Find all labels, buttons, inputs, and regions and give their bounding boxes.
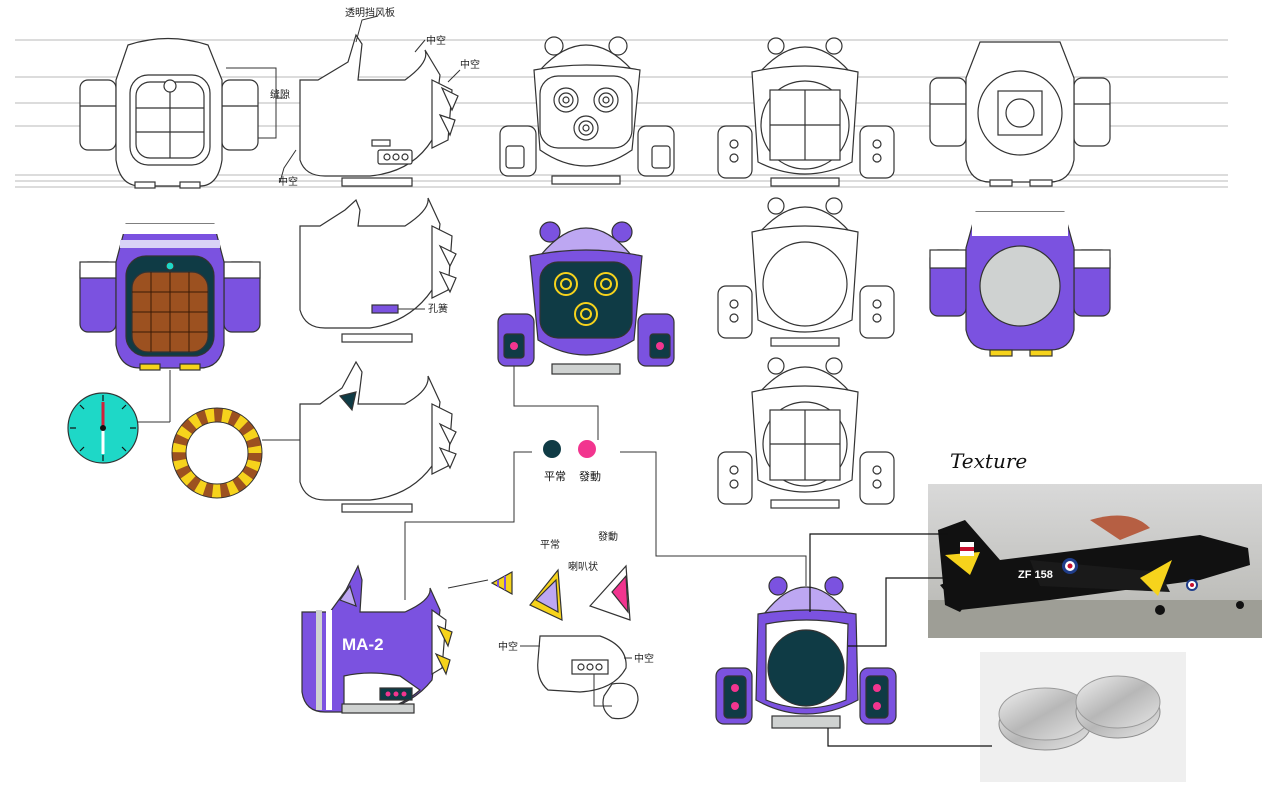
model-label: MA-2 bbox=[342, 635, 384, 654]
airplane-texture-photo: ZF 158 bbox=[928, 484, 1262, 638]
activate-dot bbox=[578, 440, 596, 458]
sketch-bear-round bbox=[717, 197, 895, 347]
activate-connector bbox=[620, 451, 807, 586]
ma2-side-view: MA-2 bbox=[301, 564, 453, 714]
bear-legend-connector bbox=[513, 366, 599, 440]
ring-pattern bbox=[171, 407, 263, 499]
normal-connector bbox=[404, 451, 532, 600]
cone-connector bbox=[447, 579, 489, 589]
annotation-outlet: 孔簧 bbox=[428, 302, 448, 315]
label-normal: 平常 bbox=[544, 470, 566, 483]
sketch-front-round bbox=[929, 41, 1111, 187]
annotation-gap: 缝隙 bbox=[270, 88, 290, 101]
colored-bear-final bbox=[715, 576, 897, 729]
clock-icon bbox=[67, 392, 139, 464]
plane-tail-code: ZF 158 bbox=[1018, 569, 1053, 581]
gap-callout bbox=[226, 67, 285, 139]
colored-front-view bbox=[79, 223, 261, 371]
label-activate-small: 發動 bbox=[598, 530, 618, 543]
sketch-front-view bbox=[79, 37, 259, 189]
annotation-hollow-right: 中空 bbox=[460, 58, 480, 71]
texture-connectors bbox=[809, 533, 992, 747]
colored-bear-vents bbox=[497, 221, 675, 375]
texture-title: Texture bbox=[950, 449, 1027, 473]
annotation-hollow-small-left: 中空 bbox=[498, 640, 518, 653]
magnets-texture-photo bbox=[980, 652, 1186, 782]
annotation-hollow: 中空 bbox=[278, 175, 298, 188]
sketch-bear-grid-2 bbox=[717, 357, 895, 509]
label-normal-small: 平常 bbox=[540, 538, 560, 551]
annotation-hollow-top: 中空 bbox=[426, 34, 446, 47]
normal-dot bbox=[543, 440, 561, 458]
vent-cones bbox=[490, 564, 631, 621]
status-legend: 平常 發動 bbox=[543, 440, 601, 483]
windshield-callout bbox=[355, 15, 461, 83]
sketch-side-view bbox=[299, 33, 459, 187]
side-view-row3 bbox=[299, 360, 457, 513]
label-activate: 發動 bbox=[579, 469, 601, 483]
annotation-transparent-windshield: 透明挡风板 bbox=[345, 6, 395, 19]
side-view-row2 bbox=[299, 197, 457, 343]
sketch-bear-grid bbox=[717, 37, 895, 187]
annotation-hollow-small-right: 中空 bbox=[634, 652, 654, 665]
colored-front-round bbox=[929, 211, 1111, 357]
small-side-view bbox=[537, 635, 639, 720]
label-horn: 喇叭状 bbox=[568, 560, 598, 573]
hollow-callout-front bbox=[279, 149, 297, 183]
sketch-bear-vents bbox=[499, 36, 675, 185]
detail-connector bbox=[593, 674, 612, 707]
